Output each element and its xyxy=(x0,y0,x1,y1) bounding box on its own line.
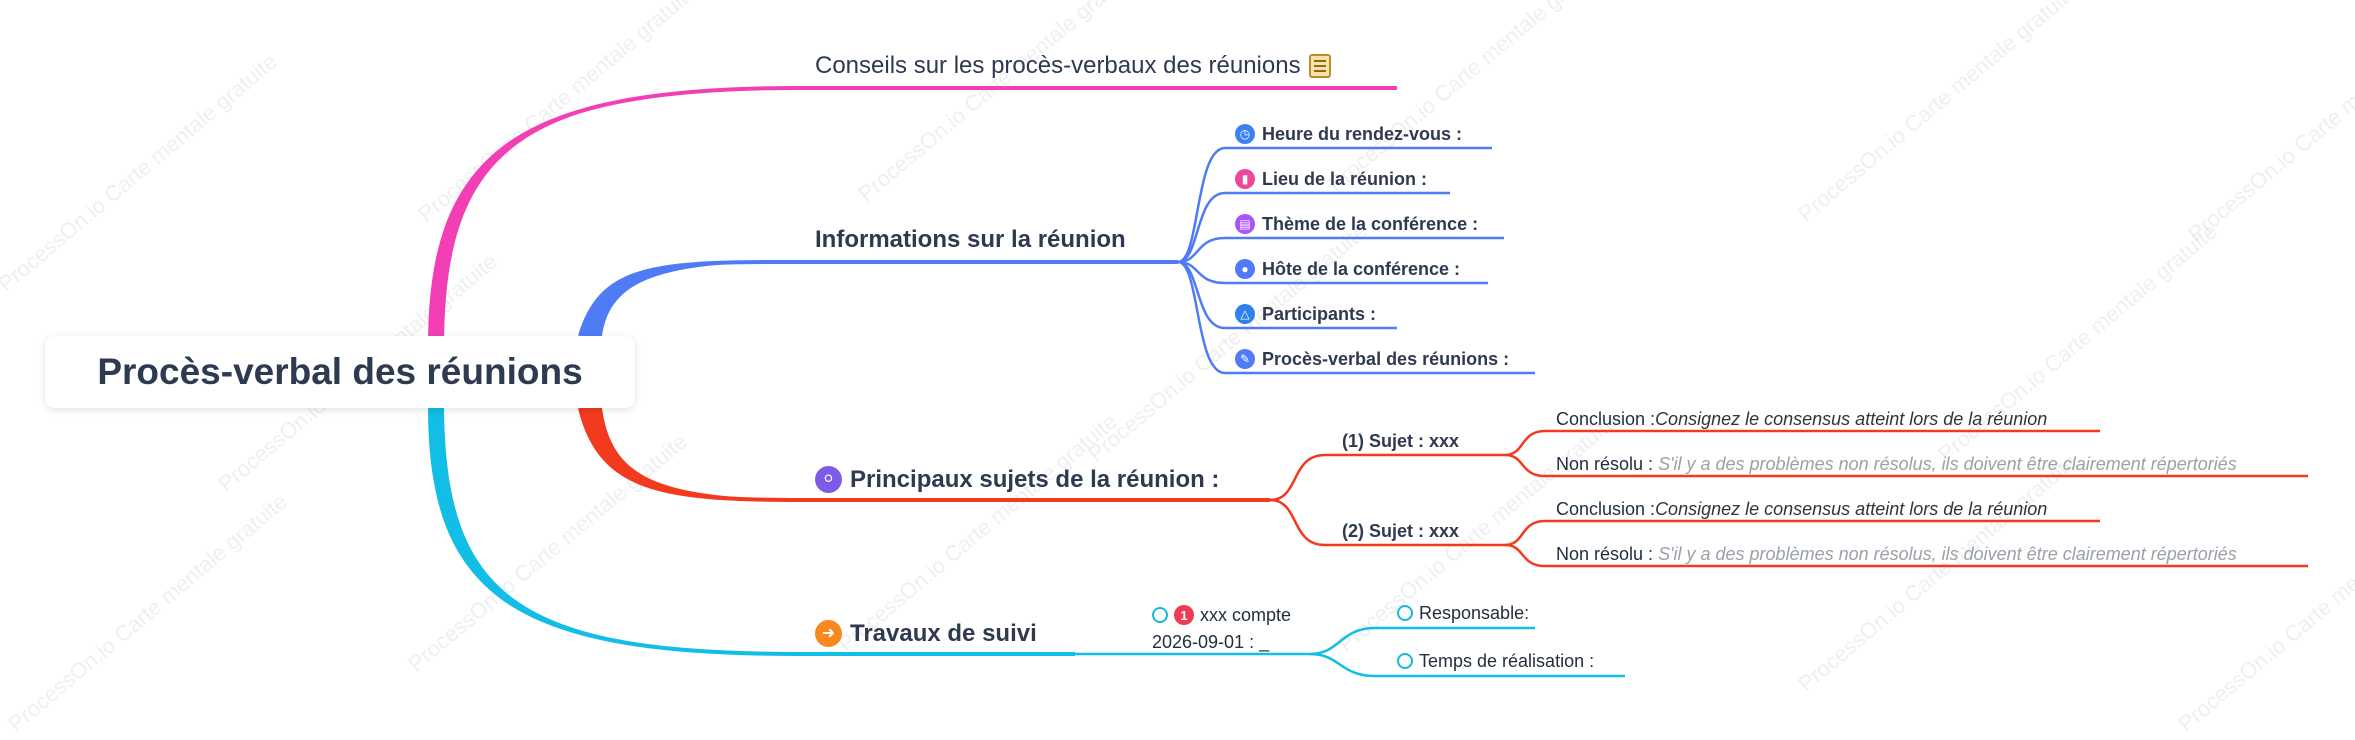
priority-badge: 1 xyxy=(1174,605,1194,625)
topics-label: Principaux sujets de la réunion : xyxy=(850,465,1220,493)
pencil-icon: ✎ xyxy=(1235,349,1255,369)
info-node[interactable]: Informations sur la réunion xyxy=(815,228,1126,252)
tips-branch-ribbon xyxy=(430,88,800,345)
task-title: xxx compte xyxy=(1200,605,1292,625)
info-connector-6 xyxy=(1177,260,1535,375)
topic-label: (2) Sujet : xxx xyxy=(1342,521,1460,541)
note-icon xyxy=(1308,54,1331,78)
root-node[interactable]: Procès-verbal des réunions xyxy=(45,336,635,408)
arrow-right-icon: ➜ xyxy=(815,620,842,647)
followup-item-duration[interactable]: Temps de réalisation : xyxy=(1397,652,1594,670)
conclusion-value: Consignez le consensus atteint lors de l… xyxy=(1655,499,2048,519)
followup-task[interactable]: 1 xxx compte xyxy=(1152,605,1291,625)
info-item-topic[interactable]: ▤ Thème de la conférence : xyxy=(1235,214,1478,234)
info-item-label: Participants : xyxy=(1262,304,1377,324)
info-connector-2 xyxy=(1177,191,1450,264)
topic-label: (1) Sujet : xxx xyxy=(1342,431,1460,451)
info-item-participants[interactable]: △ Participants : xyxy=(1235,304,1376,324)
unresolved-value: S'il y a des problèmes non résolus, ils … xyxy=(1653,544,2237,564)
info-item-label: Procès-verbal des réunions : xyxy=(1262,349,1510,369)
location-icon: ▮ xyxy=(1235,169,1255,189)
task-checkbox-icon[interactable] xyxy=(1397,653,1413,669)
info-connector-4 xyxy=(1177,260,1488,285)
followup-branch-ribbon xyxy=(430,408,800,654)
info-item-time[interactable]: ◷ Heure du rendez-vous : xyxy=(1235,124,1462,144)
topic-connector-1 xyxy=(1269,453,1505,502)
group-icon: △ xyxy=(1235,304,1255,324)
topic2-unresolved[interactable]: Non résolu : S'il y a des problèmes non … xyxy=(1556,545,2237,563)
root-title: Procès-verbal des réunions xyxy=(97,351,583,392)
conclusion-label: Conclusion : xyxy=(1556,409,1656,429)
topic-connector-2 xyxy=(1269,498,1505,547)
followup-item-label: Temps de réalisation : xyxy=(1419,651,1595,671)
info-item-minutes[interactable]: ✎ Procès-verbal des réunions : xyxy=(1235,349,1509,369)
info-item-host[interactable]: ● Hôte de la conférence : xyxy=(1235,259,1460,279)
followup-connector-2 xyxy=(1309,652,1625,678)
task-checkbox-icon[interactable] xyxy=(1397,605,1413,621)
clock-icon: ◷ xyxy=(1235,124,1255,144)
topic1-unresolved-connector xyxy=(1504,453,2308,478)
followup-connector-1 xyxy=(1309,626,1535,656)
task-date: 2026-09-01 : _ xyxy=(1152,632,1270,652)
task-checkbox-icon[interactable] xyxy=(1152,607,1168,623)
tips-label: Conseils sur les procès-verbaux des réun… xyxy=(815,52,1301,79)
unresolved-value: S'il y a des problèmes non résolus, ils … xyxy=(1653,454,2237,474)
topic-icon: ▤ xyxy=(1235,214,1255,234)
conclusion-label: Conclusion : xyxy=(1556,499,1656,519)
info-item-label: Hôte de la conférence : xyxy=(1262,259,1461,279)
info-connector-1 xyxy=(1177,146,1492,264)
followup-branch-connector xyxy=(428,407,1075,656)
topic2-conclusion[interactable]: Conclusion :Consignez le consensus attei… xyxy=(1556,500,2047,518)
topic-item-1[interactable]: (1) Sujet : xxx xyxy=(1342,432,1459,450)
unresolved-label: Non résolu : xyxy=(1556,454,1654,474)
conclusion-value: Consignez le consensus atteint lors de l… xyxy=(1655,409,2048,429)
topic-item-2[interactable]: (2) Sujet : xxx xyxy=(1342,522,1459,540)
info-item-label: Thème de la conférence : xyxy=(1262,214,1479,234)
info-branch-ribbon xyxy=(580,262,780,336)
user-icon: ● xyxy=(1235,259,1255,279)
info-branch-connector xyxy=(578,260,1178,337)
info-item-label: Heure du rendez-vous : xyxy=(1262,124,1463,144)
info-item-location[interactable]: ▮ Lieu de la réunion : xyxy=(1235,169,1427,189)
info-connector-3 xyxy=(1177,236,1504,264)
unresolved-label: Non résolu : xyxy=(1556,544,1654,564)
tips-node[interactable]: Conseils sur les procès-verbaux des réun… xyxy=(815,54,1331,78)
topic1-unresolved[interactable]: Non résolu : S'il y a des problèmes non … xyxy=(1556,455,2237,473)
followup-node[interactable]: ➜ Travaux de suivi xyxy=(815,620,1037,647)
topics-node[interactable]: ⚪ Principaux sujets de la réunion : xyxy=(815,466,1219,493)
topic2-conclusion-connector xyxy=(1504,519,2100,547)
followup-label: Travaux de suivi xyxy=(850,619,1037,647)
info-item-label: Lieu de la réunion : xyxy=(1262,169,1428,189)
followup-item-label: Responsable: xyxy=(1419,603,1530,623)
topic1-conclusion[interactable]: Conclusion :Consignez le consensus attei… xyxy=(1556,410,2047,428)
topic2-unresolved-connector xyxy=(1504,543,2308,568)
info-label: Informations sur la réunion xyxy=(815,226,1126,253)
key-icon: ⚪ xyxy=(815,466,842,493)
topic1-conclusion-connector xyxy=(1504,429,2100,457)
followup-item-responsible[interactable]: Responsable: xyxy=(1397,604,1529,622)
topics-branch-ribbon xyxy=(580,408,800,500)
